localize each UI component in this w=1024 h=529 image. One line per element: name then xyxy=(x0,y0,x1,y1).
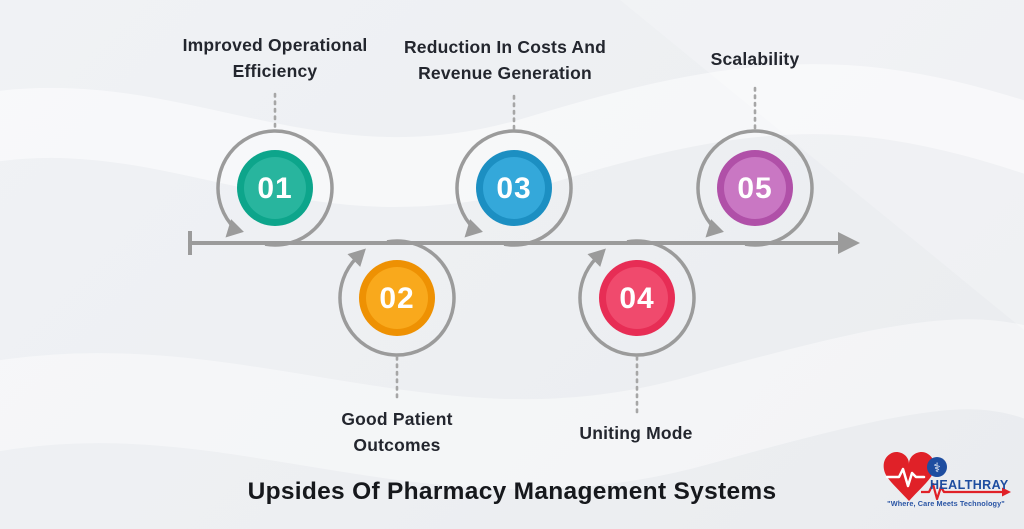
step-label-02: Good Patient Outcomes xyxy=(341,409,453,455)
step-03: 03 xyxy=(455,94,573,247)
loop-arrow xyxy=(338,239,456,357)
timeline-end-arrow-icon xyxy=(838,232,860,254)
step-circle xyxy=(366,267,428,329)
loop-arrowhead-icon xyxy=(464,219,483,238)
caduceus-icon: ⚕ xyxy=(933,460,940,475)
step-number: 02 xyxy=(379,282,414,315)
step-number: 01 xyxy=(257,172,292,205)
healthray-logo: ⚕ HEALTHRAY "Where, Care Meets Technolog… xyxy=(883,452,1011,508)
step-label-04: Uniting Mode xyxy=(579,423,693,443)
ecg-arrowhead-icon xyxy=(1002,487,1011,497)
step-04: 04 xyxy=(578,239,696,416)
step-circle xyxy=(483,157,545,219)
page-title: Upsides Of Pharmacy Management Systems xyxy=(247,478,777,505)
step-number: 03 xyxy=(496,172,531,205)
heart-icon xyxy=(883,452,935,501)
step-number: 05 xyxy=(737,172,772,205)
step-number: 04 xyxy=(619,282,654,315)
loop-arrow xyxy=(216,129,334,247)
step-05: 05 xyxy=(696,86,814,247)
caduceus-badge xyxy=(927,457,947,477)
ecg-line-icon xyxy=(885,467,926,488)
loop-arrowhead-icon xyxy=(225,219,244,238)
loop-arrowhead-icon xyxy=(705,219,724,238)
step-label-03: Reduction In Costs And Revenue Generatio… xyxy=(403,37,607,83)
step-circle xyxy=(724,157,786,219)
brand-name: HEALTHRAY xyxy=(930,478,1009,492)
background-wave xyxy=(0,319,1024,490)
ecg-underline-icon xyxy=(921,482,1004,501)
step-circle xyxy=(606,267,668,329)
step-02: 02 xyxy=(338,239,456,402)
loop-arrow xyxy=(578,239,696,357)
loop-arrow xyxy=(696,129,814,247)
step-circle xyxy=(244,157,306,219)
loop-arrowhead-icon xyxy=(587,248,606,267)
step-label-01: Improved Operational Efficiency xyxy=(182,35,368,81)
step-label-05: Scalability xyxy=(710,49,800,69)
step-01: 01 xyxy=(216,92,334,247)
loop-arrow xyxy=(455,129,573,247)
brand-tagline: "Where, Care Meets Technology" xyxy=(887,499,1005,508)
loop-arrowhead-icon xyxy=(347,248,366,267)
